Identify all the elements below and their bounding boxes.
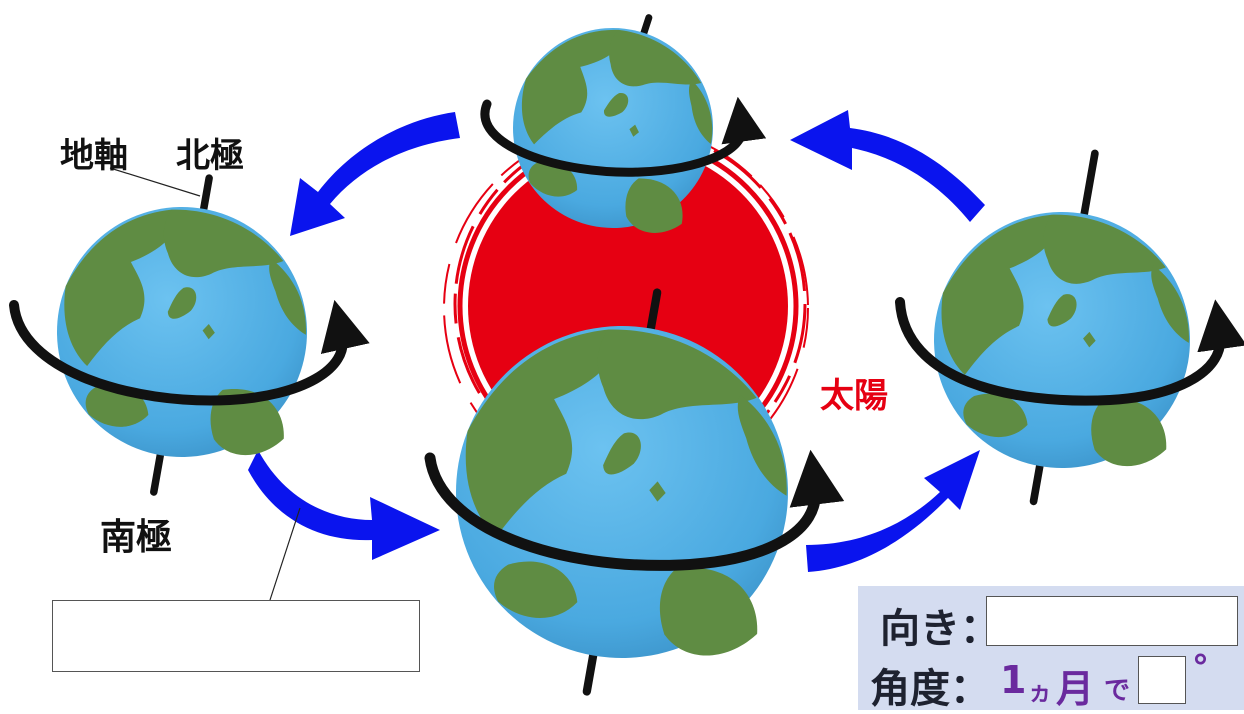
direction-answer-box[interactable]: [986, 596, 1238, 646]
month-unit: ヵ: [1028, 678, 1052, 706]
north-pole-label: 北極: [176, 136, 244, 176]
rotation-arrow-icon: [895, 297, 1244, 406]
direction-label: 向き：: [880, 606, 1000, 652]
month-word: 月: [1056, 667, 1095, 711]
rotation-arrow-icon: [9, 299, 370, 406]
earth-icon: [429, 288, 815, 696]
angle-label: 角度：: [870, 666, 990, 712]
orbit-arrow-icon: [248, 110, 985, 572]
rotation-arrow-icon: [480, 96, 767, 177]
axis-pointer-line: [109, 167, 201, 197]
particle-text: で: [1104, 676, 1131, 706]
south-pole-label: 南極: [100, 517, 173, 558]
info-panel: 向き： 角度： 1 ヵ 月 で °: [858, 586, 1244, 712]
earth-icon: [37, 174, 327, 496]
sun-label: 太陽: [820, 376, 888, 416]
earth-icon: [913, 149, 1211, 506]
rotation-arrow-icon: [424, 449, 845, 571]
angle-answer-box[interactable]: [1138, 656, 1186, 704]
earth-icon: [486, 1, 740, 255]
answer-pointer-line: [269, 507, 301, 601]
degree-symbol: °: [1192, 648, 1209, 688]
earth-axis-label: 地軸: [60, 136, 128, 176]
month-number: 1: [1000, 658, 1027, 702]
answer-box[interactable]: [52, 600, 420, 672]
